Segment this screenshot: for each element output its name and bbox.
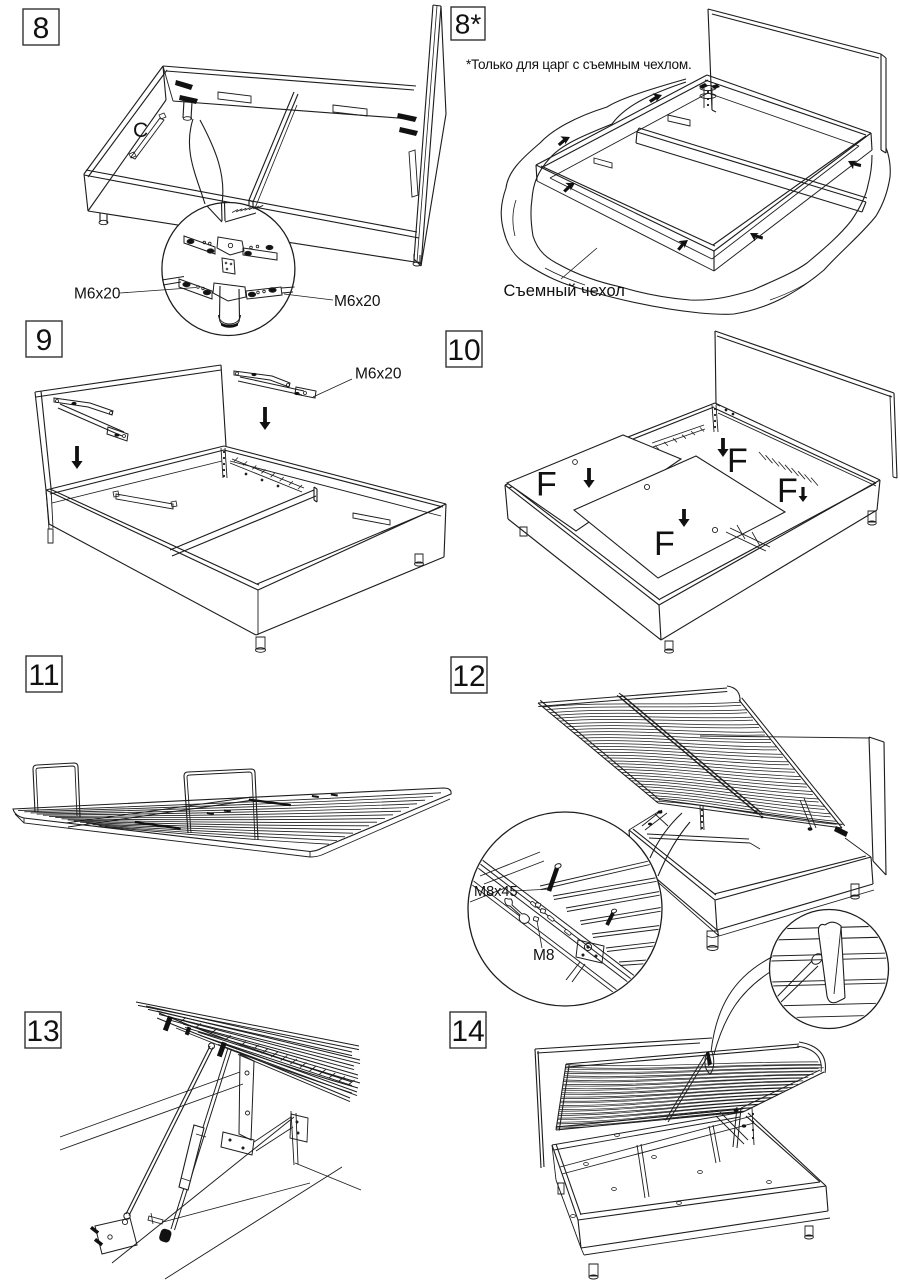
- svg-text:M6x20: M6x20: [355, 366, 402, 383]
- svg-text:14: 14: [451, 1015, 484, 1048]
- svg-text:F: F: [777, 472, 798, 510]
- svg-text:C: C: [133, 119, 148, 142]
- svg-text:10: 10: [447, 334, 480, 367]
- svg-text:13: 13: [26, 1015, 59, 1048]
- svg-text:M8x45: M8x45: [474, 884, 518, 900]
- svg-text:12: 12: [452, 660, 485, 693]
- svg-text:M8: M8: [533, 947, 555, 964]
- svg-text:F: F: [654, 525, 675, 563]
- svg-text:Съемный чехол: Съемный чехол: [504, 282, 625, 300]
- svg-text:F: F: [727, 442, 748, 480]
- svg-text:8*: 8*: [455, 9, 482, 40]
- svg-text:11: 11: [28, 659, 59, 692]
- svg-text:M6x20: M6x20: [74, 286, 121, 303]
- svg-text:M6x20: M6x20: [334, 293, 381, 310]
- svg-text:*Только для царг с съемным чех: *Только для царг с съемным чехлом.: [466, 57, 691, 72]
- svg-text:8: 8: [33, 12, 50, 45]
- svg-text:9: 9: [36, 324, 53, 357]
- svg-text:F: F: [536, 466, 557, 504]
